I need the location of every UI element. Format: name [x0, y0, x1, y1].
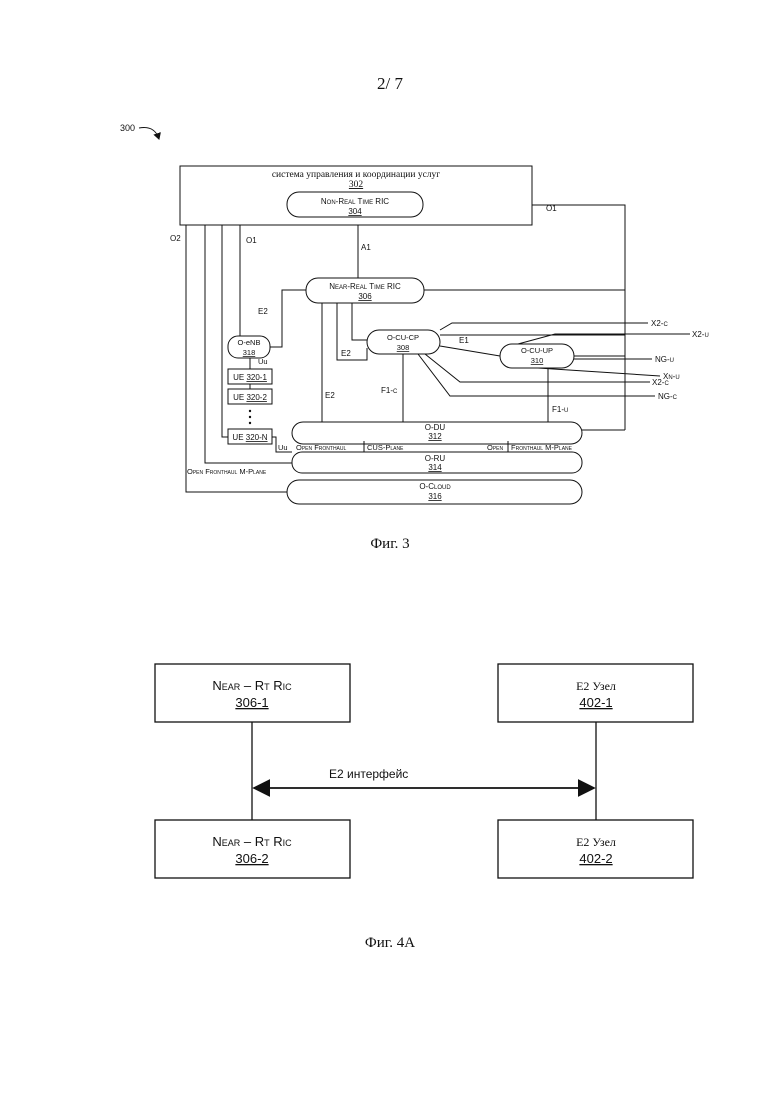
- ocucp-title: O-CU-CP: [387, 333, 419, 342]
- label-uu-bottom: Uu: [278, 443, 288, 452]
- e2-node-1-title: E2 Узел: [576, 679, 616, 693]
- oenb-title: O-eNB: [238, 338, 261, 347]
- ocuup-title: O-CU-UP: [521, 346, 553, 355]
- oru-number: 314: [428, 463, 442, 472]
- figure-3-caption: Фиг. 3: [0, 536, 780, 553]
- label-x2c-2: X2-c: [652, 378, 669, 387]
- nearrt-ric-1-title: Near – Rt Ric: [212, 678, 292, 693]
- figure-3-diagram: 300: [0, 0, 780, 560]
- nearrt-ric-2-title: Near – Rt Ric: [212, 834, 292, 849]
- odu-number: 312: [428, 432, 442, 441]
- label-o1-top: O1: [546, 204, 557, 213]
- label-e2-enb: E2: [258, 307, 268, 316]
- e2-interface-label: E2 интерфейс: [329, 767, 408, 781]
- label-open-fronthaul: Open Fronthaul: [296, 443, 347, 452]
- oru-title: O-RU: [425, 454, 446, 463]
- ocloud-number: 316: [428, 492, 442, 501]
- label-uu-top: Uu: [258, 357, 268, 366]
- label-f1c: F1-c: [381, 386, 398, 395]
- e2-node-2-number: 402-2: [579, 851, 612, 866]
- oenb-number: 318: [243, 348, 256, 357]
- label-o1-left: O1: [246, 236, 257, 245]
- label-cus-plane: CUS-Plane: [367, 443, 404, 452]
- nearrt-ric-1-number: 306-1: [235, 695, 268, 710]
- smo-title: система управления и координации услуг: [272, 170, 440, 180]
- nearrt-ric-number: 306: [358, 292, 372, 301]
- ue-1-label: UE 320-1: [233, 373, 267, 382]
- label-e2-du: E2: [325, 391, 335, 400]
- figure-4a-caption: Фиг. 4А: [0, 935, 780, 952]
- label-ngu: NG-u: [655, 355, 674, 364]
- ocucp-number: 308: [397, 343, 410, 352]
- e2-node-2-title: E2 Узел: [576, 835, 616, 849]
- label-x2u: X2-u: [692, 330, 709, 339]
- smo-number: 302: [349, 180, 364, 190]
- nearrt-ric-2-number: 306-2: [235, 851, 268, 866]
- figure-4a-diagram: Near – Rt Ric 306-1 E2 Узел 402-1 Near –…: [0, 650, 780, 900]
- label-o2: O2: [170, 234, 181, 243]
- e2-node-2-box: [498, 820, 693, 878]
- nonrt-ric-number: 304: [348, 207, 362, 216]
- odu-title: O-DU: [425, 423, 446, 432]
- ref-arrow: [139, 127, 159, 139]
- ocuup-number: 310: [531, 356, 544, 365]
- e2-node-1-box: [498, 664, 693, 722]
- label-open: Open: [487, 443, 504, 452]
- figure-ref-label: 300: [120, 123, 135, 133]
- ocloud-title: O-Cloud: [419, 482, 451, 491]
- e2-node-1-number: 402-1: [579, 695, 612, 710]
- label-ngc: NG-c: [658, 392, 678, 401]
- nonrt-ric-title: Non-Real Time RIC: [321, 197, 389, 206]
- ue-n-label: UE 320-N: [232, 433, 267, 442]
- label-a1: A1: [361, 243, 371, 252]
- nearrt-ric-2-box: [155, 820, 350, 878]
- label-open-fronthaul-m-plane: Open Fronthaul M-Plane: [187, 467, 267, 476]
- label-x2c-1: X2-c: [651, 319, 668, 328]
- nearrt-ric-title: Near-Real Time RIC: [329, 282, 401, 291]
- label-f1u: F1-u: [552, 405, 568, 414]
- ue-ellipsis: [249, 410, 251, 424]
- label-fronthaul-m-plane: Fronthaul M-Plane: [511, 443, 573, 452]
- label-e1: E1: [459, 336, 469, 345]
- label-e2-cucp: E2: [341, 349, 351, 358]
- nearrt-ric-1-box: [155, 664, 350, 722]
- ue-2-label: UE 320-2: [233, 393, 267, 402]
